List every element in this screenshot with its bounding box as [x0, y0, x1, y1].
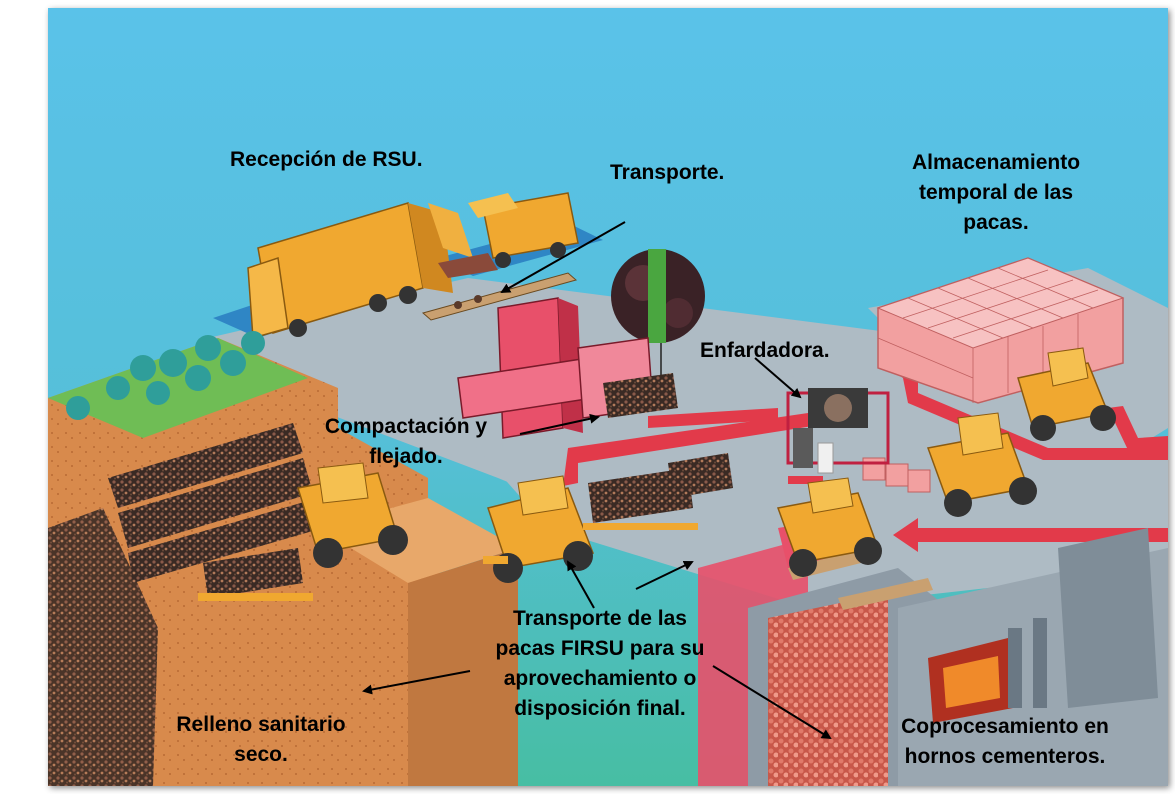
loader-kiln — [776, 477, 882, 577]
diagram-frame — [48, 8, 1168, 786]
cement-kiln — [698, 518, 1168, 786]
label-storage-line1: Almacenamiento — [911, 151, 1081, 174]
tractor-trailer — [483, 453, 733, 583]
label-transport: Transporte. — [610, 161, 725, 184]
label-coprocessing-line2: hornos cementeros. — [904, 745, 1106, 768]
label-landfill: Relleno sanitario seco. — [136, 710, 386, 770]
loader-baler — [862, 412, 1037, 517]
label-coprocessing-line1: Coprocesamiento en — [901, 715, 1109, 738]
label-bale-transport-line3: aprovechamiento o — [503, 667, 697, 690]
compactor-machine — [457, 297, 678, 439]
label-bale-transport: Transporte de las pacas FIRSU para su ap… — [455, 604, 745, 724]
label-compaction-line1: Compactación y — [324, 415, 488, 438]
label-reception: Recepción de RSU. — [230, 148, 423, 171]
label-compaction: Compactación y flejado. — [296, 412, 516, 472]
label-compaction-line2: flejado. — [369, 445, 443, 468]
label-bale-transport-line2: pacas FIRSU para su — [495, 637, 705, 660]
label-landfill-line1: Relleno sanitario — [176, 713, 346, 736]
label-storage: Almacenamiento temporal de las pacas. — [846, 148, 1146, 238]
loader-storage — [1017, 347, 1116, 441]
loader-landfill — [198, 462, 408, 601]
garbage-truck — [247, 202, 473, 339]
label-bale-transport-line1: Transporte de las — [513, 607, 687, 630]
label-coprocessing: Coprocesamiento en hornos cementeros. — [845, 712, 1165, 772]
label-landfill-line2: seco. — [234, 743, 288, 766]
label-storage-line3: pacas. — [963, 211, 1029, 234]
bale-closeup-magnifier — [611, 249, 705, 403]
label-baler: Enfardadora. — [700, 339, 830, 362]
baler-machine — [786, 388, 890, 474]
label-bale-transport-line4: disposición final. — [514, 697, 686, 720]
label-storage-line2: temporal de las — [918, 181, 1074, 204]
